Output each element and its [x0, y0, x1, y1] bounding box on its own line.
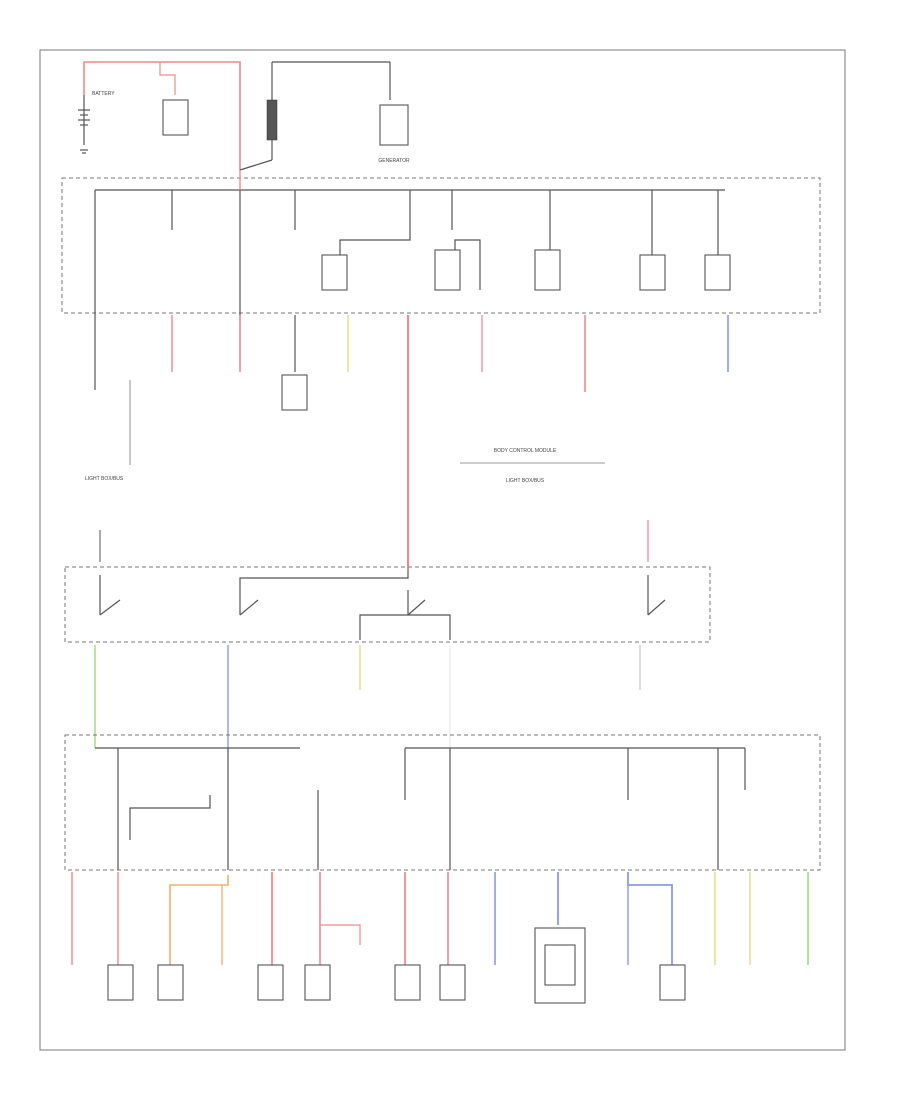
ign-feed: [239, 570, 409, 600]
generator: [379, 104, 409, 146]
bcm-label-1: BODY CONTROL MODULE: [494, 448, 557, 454]
fusible-link: [239, 61, 391, 171]
relay-feed-wire: [159, 62, 176, 95]
junction-block-box: [64, 734, 821, 871]
component-upper: [281, 374, 308, 411]
fuse-drops: [94, 190, 719, 320]
wire-bottom-3: [169, 875, 229, 965]
junction-drops: [117, 748, 746, 870]
wire-bottom-11: [627, 872, 673, 965]
wire-bottom-6b: [320, 924, 361, 945]
power-distribution-box: [61, 177, 821, 314]
lightbox-label-2: LIGHT BOX/BUS: [506, 478, 545, 484]
generator-label: GENERATOR: [378, 158, 410, 164]
starter-relay: [162, 99, 189, 136]
battery-label: BATTERY: [92, 91, 115, 97]
lightbox-label-1: LIGHT BOX/BUS: [85, 476, 124, 482]
ignition-switch-box: [64, 566, 711, 643]
battery-symbol: [78, 95, 90, 154]
diagram-frame: [39, 49, 846, 1051]
relays: [321, 230, 731, 291]
battery-feed-wire: [83, 61, 241, 170]
ignition-switches: [99, 575, 666, 640]
bottom-components: [107, 927, 686, 1004]
